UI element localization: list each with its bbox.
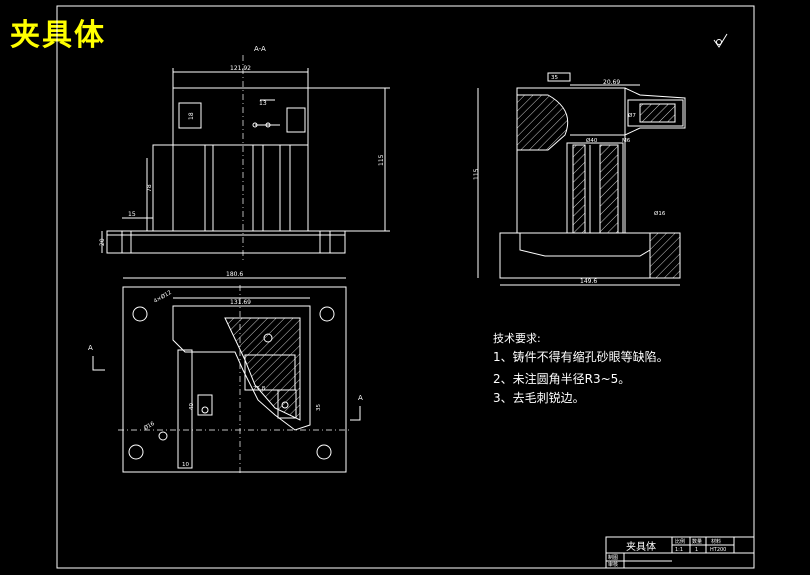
technical-requirements: 技术要求: 1、铸件不得有缩孔砂眼等缺陷。 2、未注圆角半径R3~5。 3、去毛… xyxy=(493,332,669,405)
dim-side-3: M6 xyxy=(622,138,631,144)
tech-heading: 技术要求: xyxy=(493,332,541,345)
dim-side-2: 35 xyxy=(551,75,558,81)
dim-top-6: Ø16 xyxy=(143,420,157,432)
title-block-drawn: 制图 xyxy=(608,554,618,561)
dim-side-5: 149.6 xyxy=(580,278,597,285)
tech-item-2: 2、未注圆角半径R3~5。 xyxy=(493,371,630,386)
section-label: A-A xyxy=(254,45,266,53)
dim-top-1: 131.69 xyxy=(230,299,251,306)
dim-front-4: 78 xyxy=(146,184,153,192)
dim-side-7: Ø7 xyxy=(628,112,636,119)
dim-side-6: Ø16 xyxy=(654,210,666,217)
roughness-symbol-icon xyxy=(713,33,728,48)
dim-side-0: 20.69 xyxy=(603,79,620,86)
dim-top-3: 25.8 xyxy=(253,386,266,392)
top-view: 180.6 131.69 4×Ø12 25.8 35 10 Ø16 40 A A xyxy=(88,271,363,475)
title-block-material: HT200 xyxy=(710,547,726,553)
dim-front-0: 121.92 xyxy=(230,65,251,72)
view-mark-right: A xyxy=(358,394,363,402)
view-mark-left: A xyxy=(88,344,93,352)
dim-top-4: 35 xyxy=(316,404,322,411)
title-block-header-qty: 数量 xyxy=(692,538,702,545)
title-block-header-scale: 比例 xyxy=(675,538,685,545)
dim-front-2: 18 xyxy=(188,112,195,120)
tech-item-1: 1、铸件不得有缩孔砂眼等缺陷。 xyxy=(493,349,669,364)
dim-front-6: 20 xyxy=(99,238,106,246)
dim-front-3: 115 xyxy=(378,154,385,166)
dim-top-7: 40 xyxy=(189,403,195,410)
tech-item-3: 3、去毛刺锐边。 xyxy=(493,391,585,405)
dim-side-1: Ø40 xyxy=(586,137,598,144)
dim-top-2: 4×Ø12 xyxy=(153,289,173,305)
drawing-border xyxy=(56,5,755,569)
title-block: 夹具体 比例 数量 材料 1:1 1 HT200 制图 审核 xyxy=(605,536,755,569)
dim-side-4: 115 xyxy=(473,168,480,180)
dim-top-5: 10 xyxy=(182,462,189,468)
front-section-view: A-A 121.92 13 18 11 xyxy=(99,45,390,260)
title-block-checked: 审核 xyxy=(608,561,618,568)
title-block-qty: 1 xyxy=(695,547,698,553)
title-block-header-material: 材料 xyxy=(711,538,721,545)
dim-front-1: 13 xyxy=(259,100,267,107)
title-block-scale: 1:1 xyxy=(675,547,683,553)
dim-front-5: 15 xyxy=(128,211,136,218)
title-block-part-name: 夹具体 xyxy=(626,540,656,553)
dim-top-0: 180.6 xyxy=(226,271,243,278)
side-view: 20.69 Ø40 35 M6 115 149.6 Ø16 Ø7 xyxy=(473,72,686,286)
